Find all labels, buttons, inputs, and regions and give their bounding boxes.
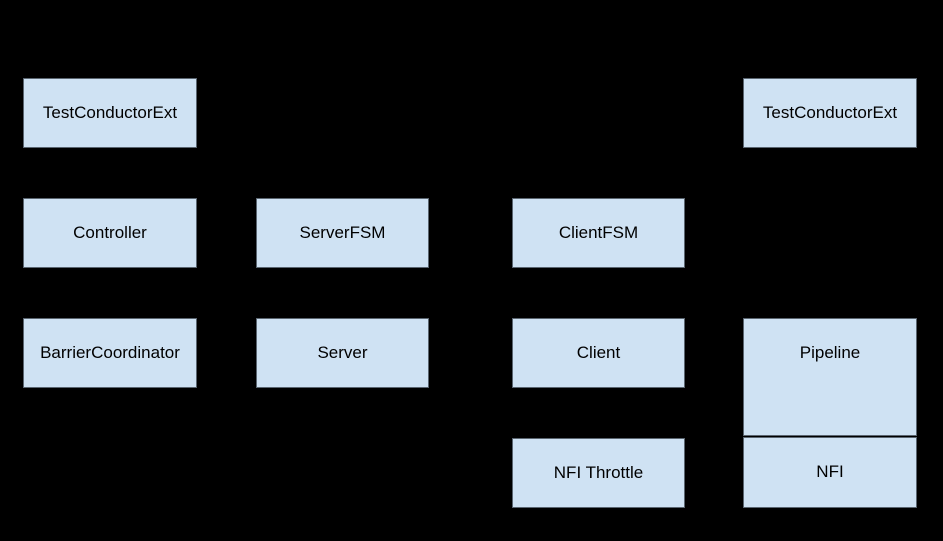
node-label-slot: Pipeline	[800, 319, 861, 387]
node-server: Server	[256, 318, 429, 388]
node-nfi: NFI	[743, 437, 917, 508]
node-controller: Controller	[23, 198, 197, 268]
node-client: Client	[512, 318, 685, 388]
node-barrier-coordinator: BarrierCoordinator	[23, 318, 197, 388]
node-server-fsm: ServerFSM	[256, 198, 429, 268]
node-label: ClientFSM	[558, 222, 639, 242]
node-label: NFI	[816, 462, 844, 482]
node-nfi-throttle: NFI Throttle	[512, 438, 685, 508]
node-client-fsm: ClientFSM	[512, 198, 685, 268]
node-label: Controller	[73, 222, 147, 242]
node-label: NFI Throttle	[553, 462, 644, 482]
node-label: ServerFSM	[299, 222, 386, 242]
node-label: TestConductorExt	[762, 102, 898, 122]
node-label: TestConductorExt	[42, 102, 178, 122]
node-label: Client	[576, 342, 621, 362]
node-label: Pipeline	[799, 342, 861, 362]
node-test-conductor-ext-right: TestConductorExt	[743, 78, 917, 148]
node-label: Server	[317, 342, 368, 362]
node-test-conductor-ext-left: TestConductorExt	[23, 78, 197, 148]
node-pipeline: Pipeline	[743, 318, 917, 436]
node-label: BarrierCoordinator	[40, 342, 180, 362]
